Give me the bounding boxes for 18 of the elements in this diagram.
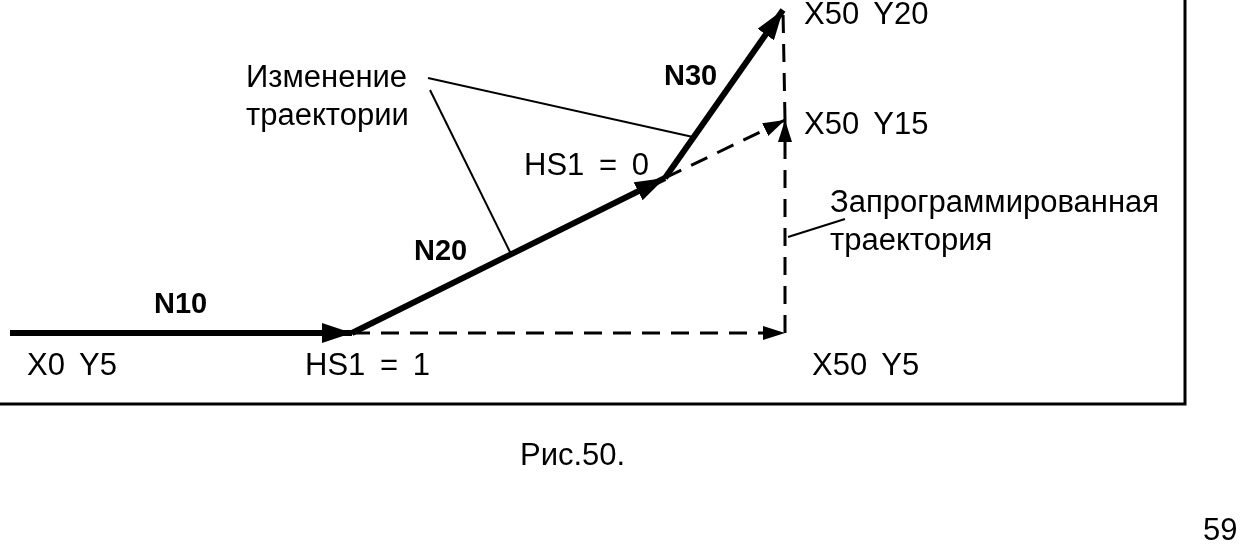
path-arrow — [10, 323, 352, 343]
path-arrow — [662, 8, 786, 180]
figure-caption: Рис.50. — [520, 437, 626, 473]
leader-line — [787, 218, 846, 238]
page-number: 59 — [1203, 512, 1238, 546]
coordinate-label: HS1 = 0 — [524, 147, 649, 183]
coordinate-label: X50 Y5 — [812, 347, 920, 383]
dashed-arrow — [664, 118, 786, 180]
coordinate-label: X0 Y5 — [27, 347, 117, 383]
dashed-arrow — [352, 326, 785, 340]
coordinate-label: X50 Y20 — [804, 0, 929, 32]
dashed-arrow — [778, 120, 792, 333]
coordinate-label: X50 Y15 — [804, 106, 929, 142]
coordinate-label: HS1 = 1 — [305, 347, 430, 383]
callout-text: Изменение траектории — [246, 58, 431, 134]
leader-line — [427, 77, 694, 138]
callout-text: Запрограммированная траектория — [830, 183, 1186, 259]
path-arrow — [350, 175, 667, 336]
